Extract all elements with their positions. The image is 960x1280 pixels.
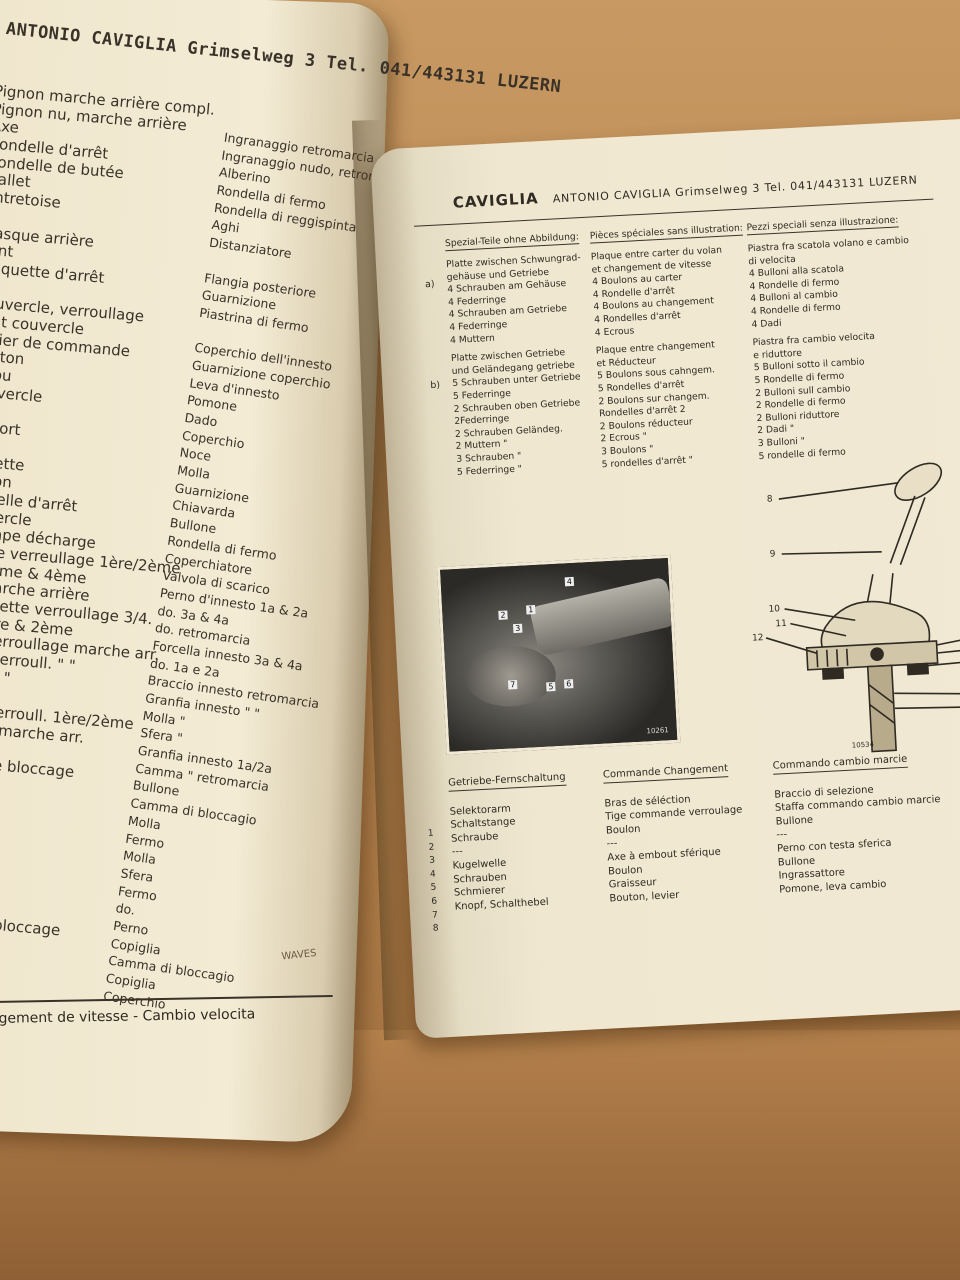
photo-label: 2 <box>498 610 508 620</box>
drawing-ref: 10534 <box>852 740 875 749</box>
special-fr-header: Pièces spéciales sans illustration: <box>589 222 744 244</box>
special-de-header: Spezial-Teile ohne Abbildung: <box>444 231 580 252</box>
special-it-header: Pezzi speciali senza illustrazione: <box>746 214 899 236</box>
right-page-header: ANTONIO CAVIGLIA Grimselweg 3 Tel. 041/4… <box>552 173 918 206</box>
legend-number: 3 <box>429 855 436 867</box>
photo-label: 5 <box>546 682 556 692</box>
drawing-label: 8 <box>767 494 774 504</box>
legend-numbers: 1 2 3 4 5 6 7 8 <box>428 828 439 937</box>
legend-number: 4 <box>429 869 436 880</box>
margin-stamp: WAVES <box>281 947 318 963</box>
photo-label: 3 <box>513 623 523 634</box>
shift-lever-drawing: 8 9 10 11 12 13 14 15 16 17 10534 <box>752 462 960 753</box>
caviglia-logo: CAVIGLIA <box>452 189 539 211</box>
drawing-label: 9 <box>769 549 776 559</box>
logo-text: CAVIGLIA <box>452 189 540 212</box>
photo-label: 1 <box>526 604 536 615</box>
photo-ref: 10261 <box>646 726 669 736</box>
left-page-header: ANTONIO CAVIGLIA Grimselweg 3 Tel. 041/4… <box>4 18 563 98</box>
mark-b: b) <box>430 379 441 392</box>
photo-label: 7 <box>507 680 518 690</box>
special-de-a: Platte zwischen Schwungrad-gehäuse und G… <box>446 252 585 347</box>
special-parts-german: Spezial-Teile ohne Abbildung: Platte zwi… <box>444 231 592 479</box>
mark-a: a) <box>424 278 435 291</box>
gearshift-photo: 2 3 1 4 5 6 7 10261 <box>436 554 681 755</box>
special-parts-italian: Pezzi speciali senza illustrazione: Pias… <box>746 214 920 463</box>
legend-italian: Commando cambio marcie Braccio di selezi… <box>772 751 945 897</box>
photo-label: 6 <box>563 679 574 689</box>
right-page: CAVIGLIA ANTONIO CAVIGLIA Grimselweg 3 T… <box>370 116 960 1039</box>
drawing-label: 12 <box>752 633 764 644</box>
legend-number: 2 <box>428 842 435 853</box>
footer-title: - Changement de vitesse - Cambio velocit… <box>0 1006 256 1028</box>
legend-number: 5 <box>430 882 437 894</box>
special-parts-french: Pièces spéciales sans illustration: Plaq… <box>589 222 756 472</box>
legend-number: 7 <box>431 910 439 921</box>
left-page: ANTONIO CAVIGLIA Grimselweg 3 Tel. 041/4… <box>0 0 562 1144</box>
legend-fr-header: Commande Changement <box>602 762 729 784</box>
photo-label: 4 <box>564 576 575 587</box>
drawing-label: 10 <box>768 604 780 615</box>
legend-number: 6 <box>431 896 438 907</box>
legend-number: 8 <box>432 923 439 934</box>
legend-number: 1 <box>427 828 434 839</box>
legend-de-header: Getriebe-Fernschaltung <box>447 770 567 792</box>
drawing-label: 11 <box>775 619 787 630</box>
